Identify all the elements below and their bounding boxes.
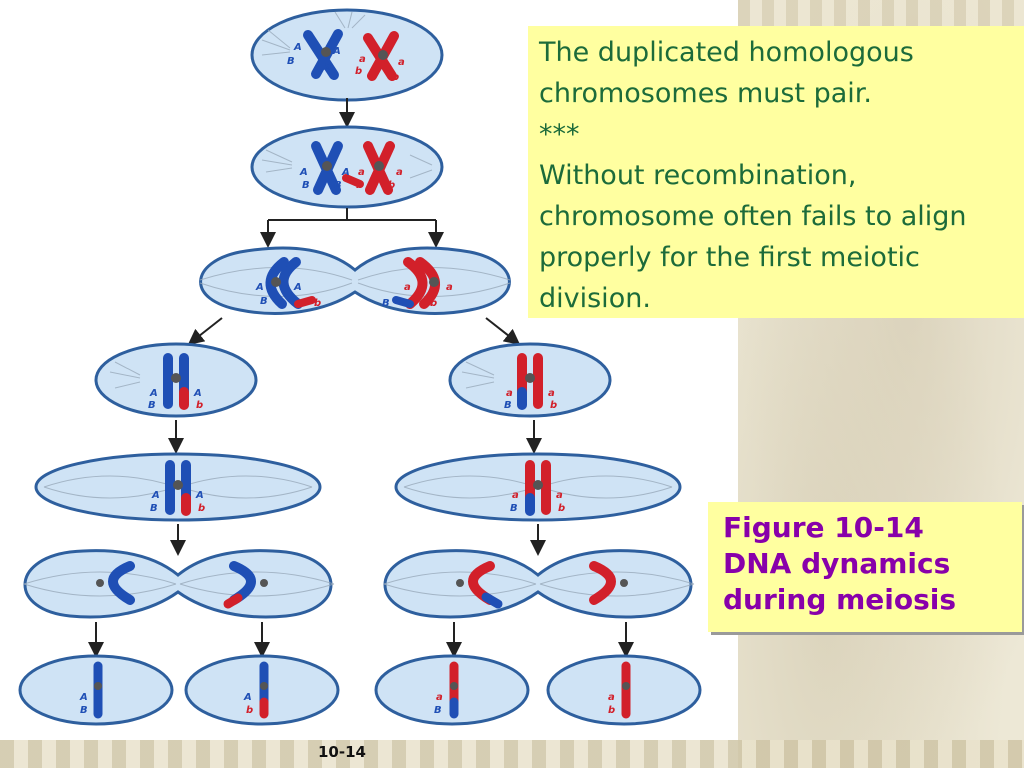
label-A: A [341,167,350,178]
label-A: A [149,388,158,399]
label-B: B [148,400,156,411]
figure-number: 10-14 [318,743,366,761]
label-B: B [510,503,518,514]
note-line-1: The duplicated homologous chromosomes mu… [539,37,914,110]
label-A: A [79,692,88,703]
label-a: a [506,388,513,399]
label-b: b [314,298,321,309]
red-homolog [392,257,440,309]
label-a: a [398,57,405,68]
blue-homolog [303,29,343,80]
gamete-4: a b [546,654,702,726]
label-B: B [434,705,442,716]
label-b: b [430,298,437,309]
gamete-2: A b [184,654,340,726]
label-a: a [404,282,411,293]
label-B: B [150,503,158,514]
label-b: b [356,180,363,191]
blue-homolog [311,141,343,195]
cell-stage-1: A A B B a a b b [250,8,444,102]
cell-stage-6-right [383,549,695,619]
label-a: a [446,282,453,293]
label-a: a [359,54,366,65]
decorative-border-bottom [0,740,1024,768]
label-B: B [80,705,88,716]
gamete-3: a B [374,654,530,726]
label-A: A [293,282,302,293]
note-line-2: Without recombination, chromosome often … [539,160,967,315]
label-a: a [556,490,563,501]
label-B: B [260,296,268,307]
label-b: b [355,66,362,77]
label-b: b [550,400,557,411]
cell-stage-4-left: A A B b [94,342,258,418]
label-a: a [608,692,615,703]
label-B: B [287,56,295,67]
label-a: a [436,692,443,703]
label-A: A [243,692,252,703]
cell-stage-2: A A B B a a b b [250,125,444,209]
label-A: A [193,388,202,399]
label-b: b [246,705,253,716]
label-b: b [558,503,565,514]
label-A: A [195,490,204,501]
label-A: A [255,282,264,293]
note-separator: *** [539,119,580,151]
label-A: A [299,167,308,178]
branch-connector [268,208,436,221]
label-b: b [198,503,205,514]
arrow-diagonal [485,317,521,345]
label-B: B [504,400,512,411]
label-b: b [392,72,399,83]
figure-caption: Figure 10-14 DNA dynamics during meiosis [708,502,1022,632]
label-a: a [548,388,555,399]
explanation-note: The duplicated homologous chromosomes mu… [528,26,1024,318]
blue-homolog [265,257,316,309]
gamete-1: A B [18,654,174,726]
label-B: B [334,180,342,191]
caption-line-1: Figure 10-14 [723,511,924,544]
label-b: b [608,705,615,716]
caption-line-2: DNA dynamics [723,546,951,580]
cell-stage-3-dividing: A A B b a a B b [199,246,511,315]
decorative-border-top [738,0,1024,30]
meiosis-diagram: A A B B a a b b A A B B a a b [18,8,702,726]
label-B: B [324,62,332,73]
label-A: A [151,490,160,501]
label-b: b [196,400,203,411]
cell-stage-5-right: a a B b [394,452,682,522]
label-a: a [396,167,403,178]
label-a: a [358,167,365,178]
red-homolog [342,141,395,195]
label-b: b [388,180,395,191]
label-a: a [512,490,519,501]
cell-stage-4-right: a a B b [448,342,612,418]
label-A: A [332,46,341,57]
arrow-diagonal [187,317,223,345]
caption-line-3: during meiosis [723,582,957,616]
red-homolog [363,31,399,81]
label-B: B [302,180,310,191]
cell-stage-5-left: A A B b [34,452,322,522]
label-B: B [382,298,390,309]
cell-stage-6-left [23,549,335,619]
label-A: A [293,42,302,53]
